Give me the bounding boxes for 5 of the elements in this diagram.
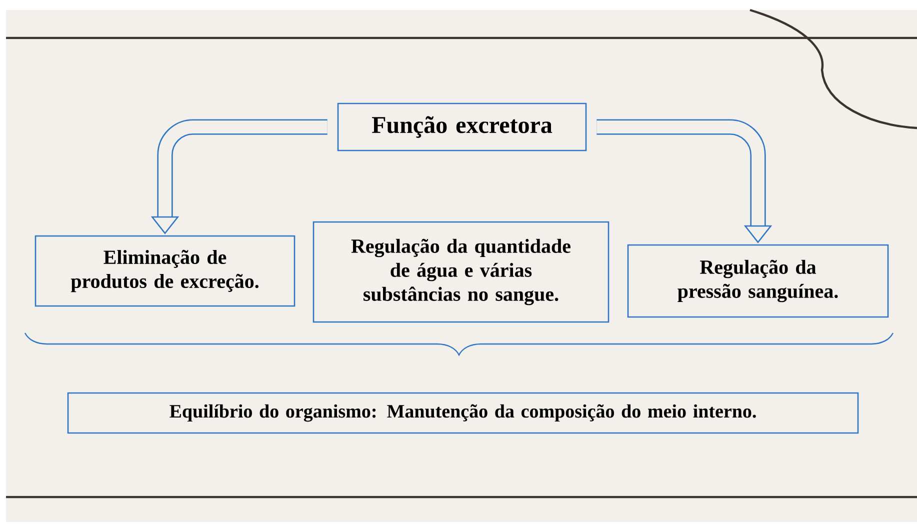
text-box: Eliminação de produtos de excreção.: [34, 235, 296, 307]
text-box: Regulação da quantidade de água e várias substâncias no sangue.: [312, 221, 610, 323]
text-box: Função excretora: [337, 102, 587, 152]
text-box: Equilíbrio do organismo: Manutenção da composição do meio interno.: [67, 392, 859, 434]
text-box: Regulação da pressão sanguínea.: [627, 244, 889, 318]
